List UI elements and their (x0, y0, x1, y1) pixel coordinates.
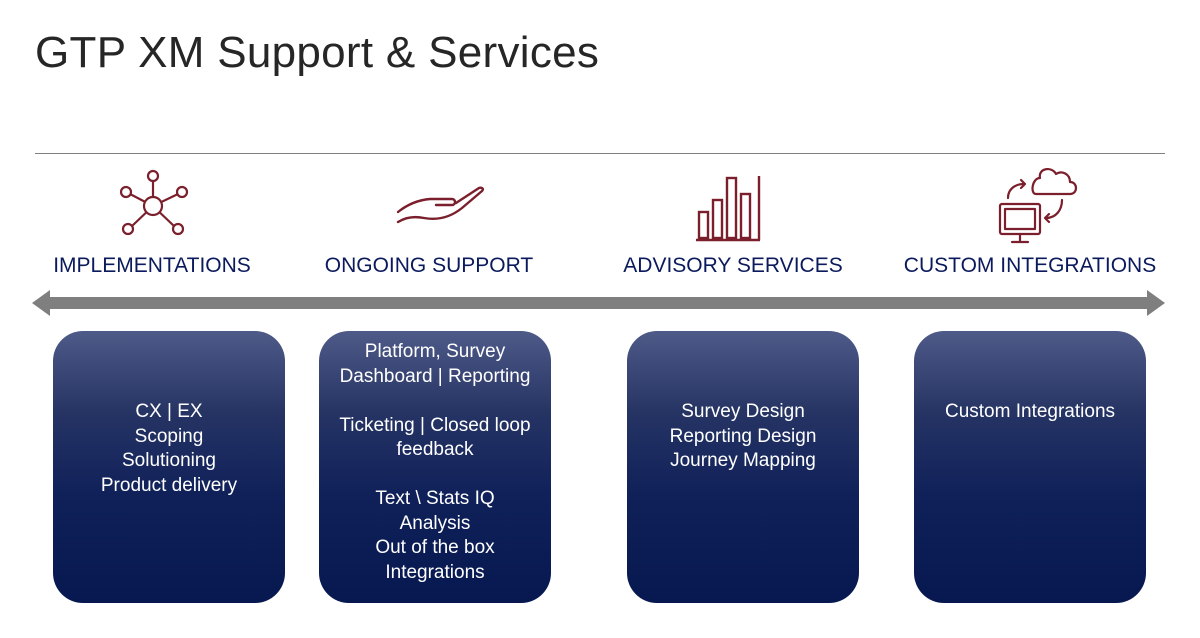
heading-implementations: IMPLEMENTATIONS (53, 254, 251, 277)
heading-ongoing-support: ONGOING SUPPORT (324, 254, 534, 277)
card-line: Custom Integrations (944, 401, 1116, 422)
cloud-monitor-sync-icon (998, 168, 1078, 244)
card-line: Survey Design (681, 401, 805, 422)
card-ongoing-support: Platform, Survey Dashboard | Reporting T… (319, 331, 551, 603)
card-line: Reporting Design (669, 425, 817, 447)
card-line: Text \ Stats IQ (375, 488, 495, 509)
card-spacer (319, 463, 551, 488)
card-line: Product delivery (100, 474, 238, 496)
card-line: Ticketing | Closed loop (339, 414, 531, 436)
heading-custom-integrations: CUSTOM INTEGRATIONS (903, 254, 1157, 277)
card-spacer (319, 389, 551, 414)
card-implementations: CX | EX Scoping Solutioning Product deli… (53, 331, 285, 603)
page-title: GTP XM Support & Services (35, 28, 600, 77)
open-hand-icon (396, 186, 484, 224)
card-line: feedback (396, 439, 474, 460)
heading-advisory-services: ADVISORY SERVICES (623, 254, 843, 277)
card-advisory-services: Survey Design Reporting Design Journey M… (627, 331, 859, 603)
card-line: Dashboard | Reporting (339, 365, 531, 387)
card-line: Scoping (134, 425, 204, 447)
card-line: Integrations (385, 561, 485, 583)
title-divider (35, 153, 1165, 154)
card-line: Solutioning (121, 450, 217, 471)
card-line: Journey Mapping (670, 450, 816, 471)
card-line: Analysis (399, 512, 471, 534)
card-line: Out of the box (375, 537, 495, 558)
card-line: Platform, Survey (364, 341, 506, 362)
network-hub-icon (119, 169, 189, 236)
card-custom-integrations: Custom Integrations (914, 331, 1146, 603)
card-line: CX | EX (135, 401, 203, 422)
bar-chart-icon (696, 176, 761, 242)
double-arrow-icon (32, 290, 1165, 316)
